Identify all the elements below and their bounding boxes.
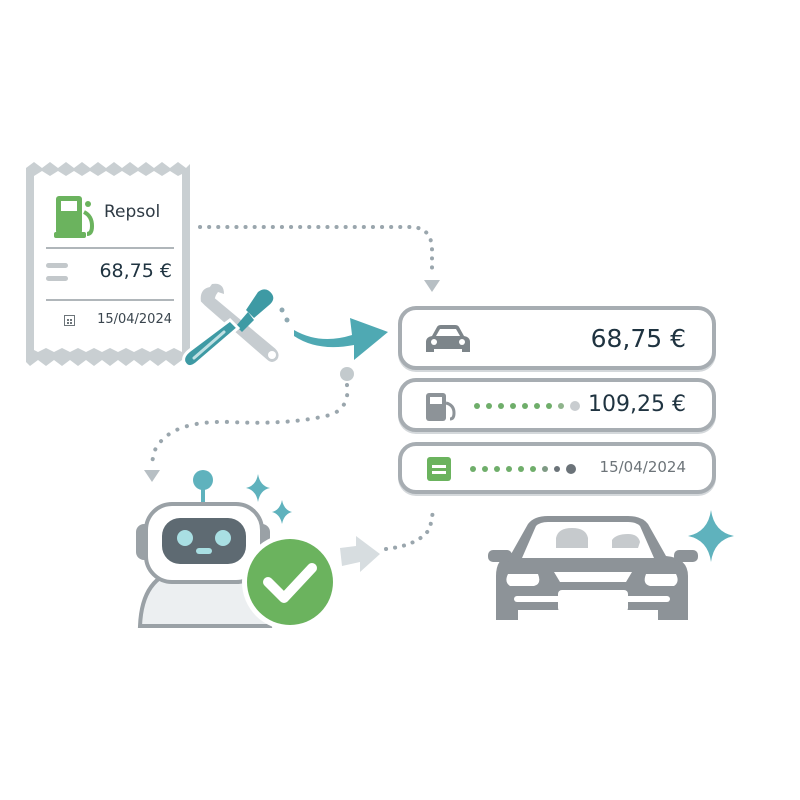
card-date-value: 15/04/2024 <box>599 458 686 476</box>
receipt-brand: Repsol <box>104 202 161 222</box>
progress-dots <box>474 401 580 411</box>
car-front-icon <box>488 510 734 620</box>
receipt-date: 15/04/2024 <box>97 312 172 327</box>
receipt-amount: 68,75 € <box>99 260 172 282</box>
fuel-pump-icon <box>426 393 456 421</box>
document-icon <box>427 457 451 481</box>
fuel-pump-icon <box>54 196 95 238</box>
progress-dots <box>470 464 576 474</box>
card-total-amount[interactable]: 68,75 € <box>398 306 716 370</box>
card-fuel-value: 109,25 € <box>588 392 686 417</box>
fuel-receipt: Repsol 68,75 € 15/04/2024 <box>24 160 192 370</box>
robot-icon <box>136 470 338 630</box>
car-icon <box>426 325 470 352</box>
card-total-value: 68,75 € <box>590 324 686 353</box>
calendar-icon <box>64 315 75 326</box>
card-fuel-amount[interactable]: 109,25 € <box>398 378 716 432</box>
wrench-screwdriver-icon <box>182 283 281 369</box>
card-date[interactable]: 15/04/2024 <box>398 442 716 494</box>
